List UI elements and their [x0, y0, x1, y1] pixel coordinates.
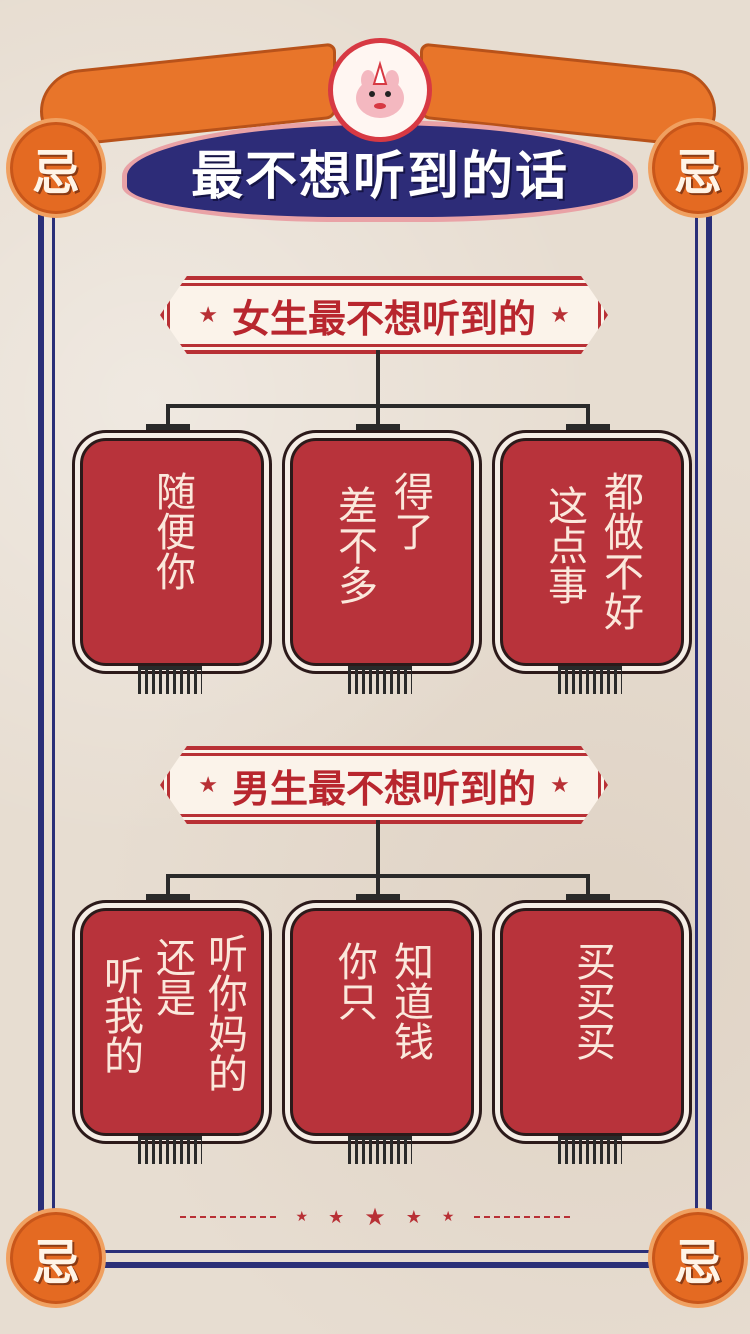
lantern-tassel	[138, 1136, 202, 1164]
lantern-text: 你只	[331, 941, 377, 1021]
lantern-text: 知道钱	[387, 941, 433, 1061]
lantern-text: 得了	[387, 471, 433, 551]
lantern: 随便你	[80, 438, 264, 666]
footer-stars: ★ ★ ★ ★ ★	[180, 1203, 571, 1231]
frame-bottom-inner	[90, 1250, 660, 1253]
footer-line	[180, 1216, 276, 1218]
section-title-text: 男生最不想听到的	[231, 765, 536, 811]
star-icon: ★	[550, 302, 570, 328]
connector-vertical	[376, 820, 380, 876]
mascot-rhino-icon	[328, 38, 432, 142]
frame-bottom-outer	[90, 1262, 660, 1268]
star-icon: ★	[295, 1209, 309, 1225]
frame-left-outer	[38, 190, 44, 1250]
corner-char: 忌	[673, 1235, 722, 1291]
star-icon: ★	[198, 302, 218, 328]
lantern-tassel	[558, 1136, 622, 1164]
lantern-text: 听我的	[97, 955, 143, 1075]
connector-drop	[166, 874, 170, 896]
lantern-tassel	[138, 666, 202, 694]
section-title-male: ★ 男生最不想听到的 ★	[160, 746, 608, 824]
corner-char: 忌	[673, 145, 722, 201]
lantern-tassel	[558, 666, 622, 694]
lantern-text: 还是	[149, 937, 195, 1017]
connector-drop	[376, 404, 380, 426]
lantern-tassel	[348, 666, 412, 694]
lantern: 买买买	[500, 908, 684, 1136]
lantern-tassel	[348, 1136, 412, 1164]
lantern: 听你妈的 还是 听我的	[80, 908, 264, 1136]
lantern-cap	[146, 894, 190, 908]
corner-badge-top-left: 忌	[6, 118, 106, 218]
lantern-cap	[356, 424, 400, 438]
title-banner: 最不想听到的话	[122, 120, 638, 222]
star-icon: ★	[405, 1206, 422, 1228]
section-title-text: 女生最不想听到的	[231, 295, 536, 341]
connector-vertical	[376, 350, 380, 406]
corner-badge-bottom-right: 忌	[648, 1208, 748, 1308]
lantern-text: 这点事	[541, 485, 587, 605]
lantern-text: 随便你	[149, 471, 195, 591]
star-icon: ★	[198, 772, 218, 798]
connector-drop	[166, 404, 170, 426]
lantern-cap	[566, 894, 610, 908]
lantern: 知道钱 你只	[290, 908, 474, 1136]
star-icon: ★	[328, 1206, 345, 1228]
footer-line	[474, 1216, 571, 1218]
star-icon: ★	[364, 1203, 386, 1231]
section-title-female: ★ 女生最不想听到的 ★	[160, 276, 608, 354]
lantern: 都做不好 这点事	[500, 438, 684, 666]
lantern-text: 差不多	[331, 485, 377, 605]
star-icon: ★	[441, 1209, 455, 1225]
lantern-text: 听你妈的	[201, 933, 247, 1093]
connector-drop	[586, 404, 590, 426]
lantern-cap	[356, 894, 400, 908]
corner-char: 忌	[31, 1235, 80, 1291]
lantern: 得了 差不多	[290, 438, 474, 666]
lantern-cap	[566, 424, 610, 438]
frame-right-outer	[706, 190, 712, 1250]
frame-left-inner	[52, 200, 55, 1240]
page-title: 最不想听到的话	[190, 146, 569, 207]
corner-badge-bottom-left: 忌	[6, 1208, 106, 1308]
frame-right-inner	[695, 200, 698, 1240]
corner-badge-top-right: 忌	[648, 118, 748, 218]
star-icon: ★	[550, 772, 570, 798]
lantern-text: 买买买	[569, 941, 615, 1061]
lantern-text: 都做不好	[597, 471, 643, 631]
connector-drop	[586, 874, 590, 896]
connector-drop	[376, 874, 380, 896]
corner-char: 忌	[31, 145, 80, 201]
lantern-cap	[146, 424, 190, 438]
